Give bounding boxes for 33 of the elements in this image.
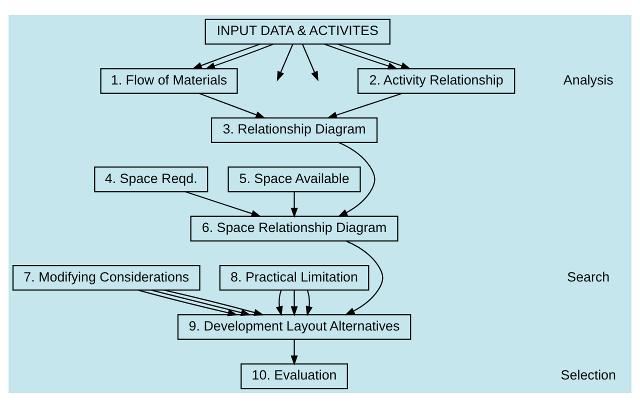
label: Selection: [560, 367, 616, 382]
node-box: 4. Space Reqd.: [94, 166, 208, 192]
node-box: 3. Relationship Diagram: [210, 116, 378, 143]
node-box: 9. Development Layout Alternatives: [177, 314, 412, 340]
arrow: [290, 339, 298, 366]
arrow: [276, 290, 283, 316]
arrow: [138, 289, 238, 316]
node-box: 2. Activity Relationship: [357, 68, 516, 94]
arrow: [290, 191, 298, 218]
arrow: [151, 289, 251, 316]
arrow: [324, 43, 398, 69]
node-box: INPUT DATA & ACTIVITES: [204, 18, 390, 44]
arrow: [302, 44, 318, 81]
node-box: 10. Evaluation: [240, 362, 348, 389]
arrow: [164, 289, 264, 316]
arrow: [198, 92, 266, 118]
arrow: [306, 290, 313, 316]
node-box: 7. Modifying Considerations: [12, 264, 200, 290]
arrow: [338, 142, 376, 216]
arrow: [344, 240, 384, 315]
arrow: [337, 43, 412, 69]
arrow: [192, 43, 260, 69]
arrow: [326, 92, 402, 118]
node-box: 6. Space Relationship Diagram: [190, 215, 398, 241]
arrow: [204, 43, 274, 69]
arrow: [185, 190, 262, 216]
label: Search: [567, 268, 610, 284]
node-box: 8. Practical Limitation: [219, 264, 370, 290]
node-box: 1. Flow of Materials: [100, 68, 238, 94]
label: Analysis: [563, 72, 614, 87]
arrow: [276, 44, 294, 81]
arrow: [290, 290, 298, 316]
node-box: 5. Space Available: [228, 166, 361, 192]
